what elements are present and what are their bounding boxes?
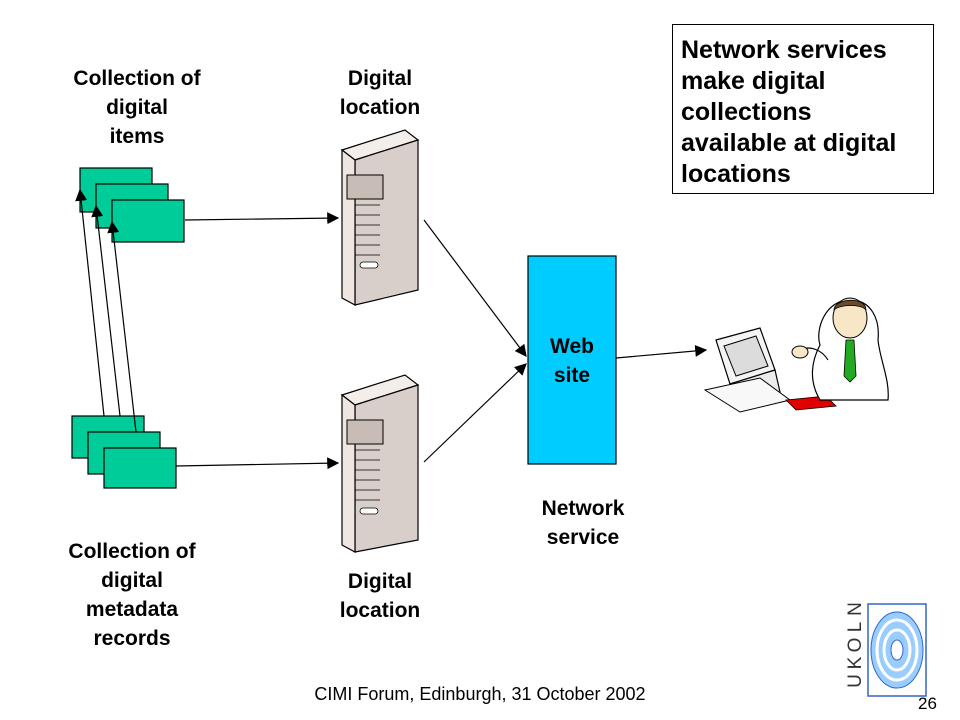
web-site-box (527, 255, 617, 465)
footer-text: CIMI Forum, Edinburgh, 31 October 2002 (314, 684, 646, 704)
digital-location-bottom-label: Digital location (339, 570, 421, 622)
page-number: 26 (918, 694, 937, 713)
metadata-records-stack (71, 415, 177, 489)
ukoln-logo (867, 603, 927, 697)
callout-box: Network services make digital collection… (672, 24, 934, 194)
collection-items-label: Collection of digital items (73, 67, 201, 148)
server-bottom-to-website-arrow (423, 363, 527, 463)
logo-letter: U (845, 674, 866, 688)
metadata-to-items-arrows (75, 188, 137, 433)
items-to-server-arrow (184, 212, 340, 225)
digital-location-top-label: Digital location (339, 67, 421, 119)
server-top-to-website-arrow (423, 219, 527, 357)
server-icon-top (340, 129, 420, 307)
user-at-computer-icon (703, 297, 889, 413)
ukoln-logo-letters: N L O K U (845, 600, 867, 690)
server-icon-bottom (340, 374, 420, 554)
collection-metadata-label: Collection of digital metadata records (68, 540, 196, 650)
network-service-label: Network service (541, 497, 625, 549)
web-site-label: Web site (550, 335, 594, 387)
website-to-user-arrow (615, 344, 708, 359)
digital-items-stack (79, 167, 185, 243)
metadata-to-server-arrow (175, 457, 340, 470)
